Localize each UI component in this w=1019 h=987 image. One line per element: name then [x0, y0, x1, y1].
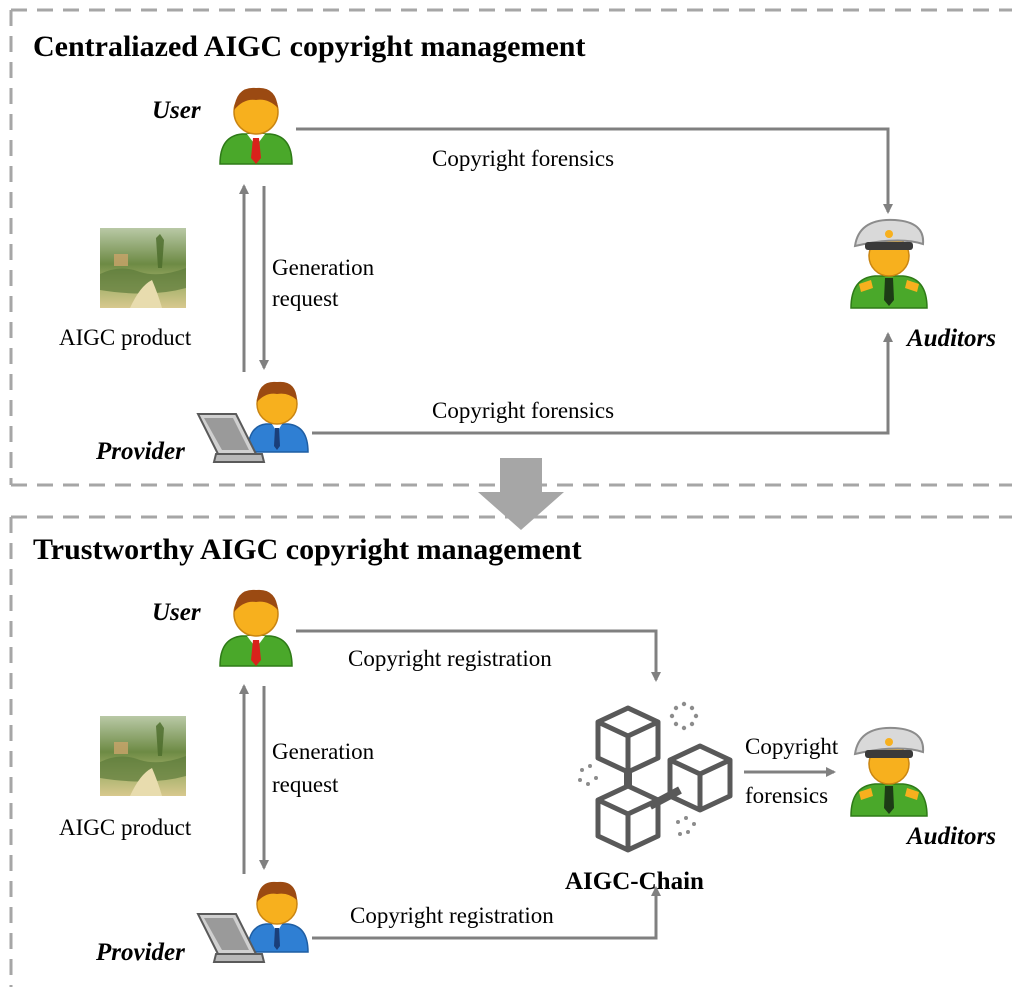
- top-request-label-line1: Generation: [272, 255, 375, 280]
- top-product-label: AIGC product: [59, 325, 192, 350]
- bottom-provider-to-chain-label: Copyright registration: [350, 903, 554, 928]
- top-auditors-label: Auditors: [907, 325, 996, 352]
- bottom-request-label-line2: request: [272, 772, 339, 797]
- top-provider-laptop-icon: [197, 380, 309, 463]
- top-panel-title: Centraliazed AIGC copyright management: [33, 30, 586, 63]
- chain-to-auditors-label-line2: forensics: [745, 783, 829, 808]
- bottom-auditors-label: Auditors: [907, 823, 996, 850]
- bottom-user-to-chain-arrow: [296, 629, 661, 682]
- bottom-user-to-chain-label: Copyright registration: [348, 646, 552, 671]
- bottom-request-label-line1: Generation: [272, 739, 375, 764]
- top-user-to-auditors-arrow: [296, 127, 893, 214]
- top-provider-to-auditors-label: Copyright forensics: [432, 398, 615, 423]
- bottom-provider-label: Provider: [96, 939, 185, 966]
- bottom-panel-title: Trustworthy AIGC copyright management: [33, 533, 582, 566]
- top-provider-label: Provider: [96, 438, 185, 465]
- top-user-person-icon: [219, 87, 293, 165]
- bottom-user-person-icon: [219, 589, 293, 667]
- bottom-provider-laptop-icon: [197, 880, 309, 963]
- top-user-label: User: [152, 97, 201, 124]
- top-auditor-officer-icon: [850, 218, 928, 309]
- aigc-chain-label: AIGC-Chain: [565, 868, 704, 895]
- transition-down-arrow-icon: [478, 458, 564, 530]
- bottom-painting-thumbnail-icon: [100, 716, 186, 796]
- bottom-user-label: User: [152, 599, 201, 626]
- bottom-auditor-officer-icon: [850, 726, 928, 817]
- bottom-product-label: AIGC product: [59, 815, 192, 840]
- top-painting-thumbnail-icon: [100, 228, 186, 308]
- top-user-to-auditors-label: Copyright forensics: [432, 146, 615, 171]
- blockchain-dots: [578, 701, 699, 836]
- chain-to-auditors-label-line1: Copyright: [745, 734, 839, 759]
- top-request-label-line2: request: [272, 286, 339, 311]
- bottom-provider-to-chain-arrow: [312, 886, 661, 940]
- blockchain-cubes-icon: [595, 705, 733, 853]
- top-provider-to-auditors-arrow: [312, 332, 893, 435]
